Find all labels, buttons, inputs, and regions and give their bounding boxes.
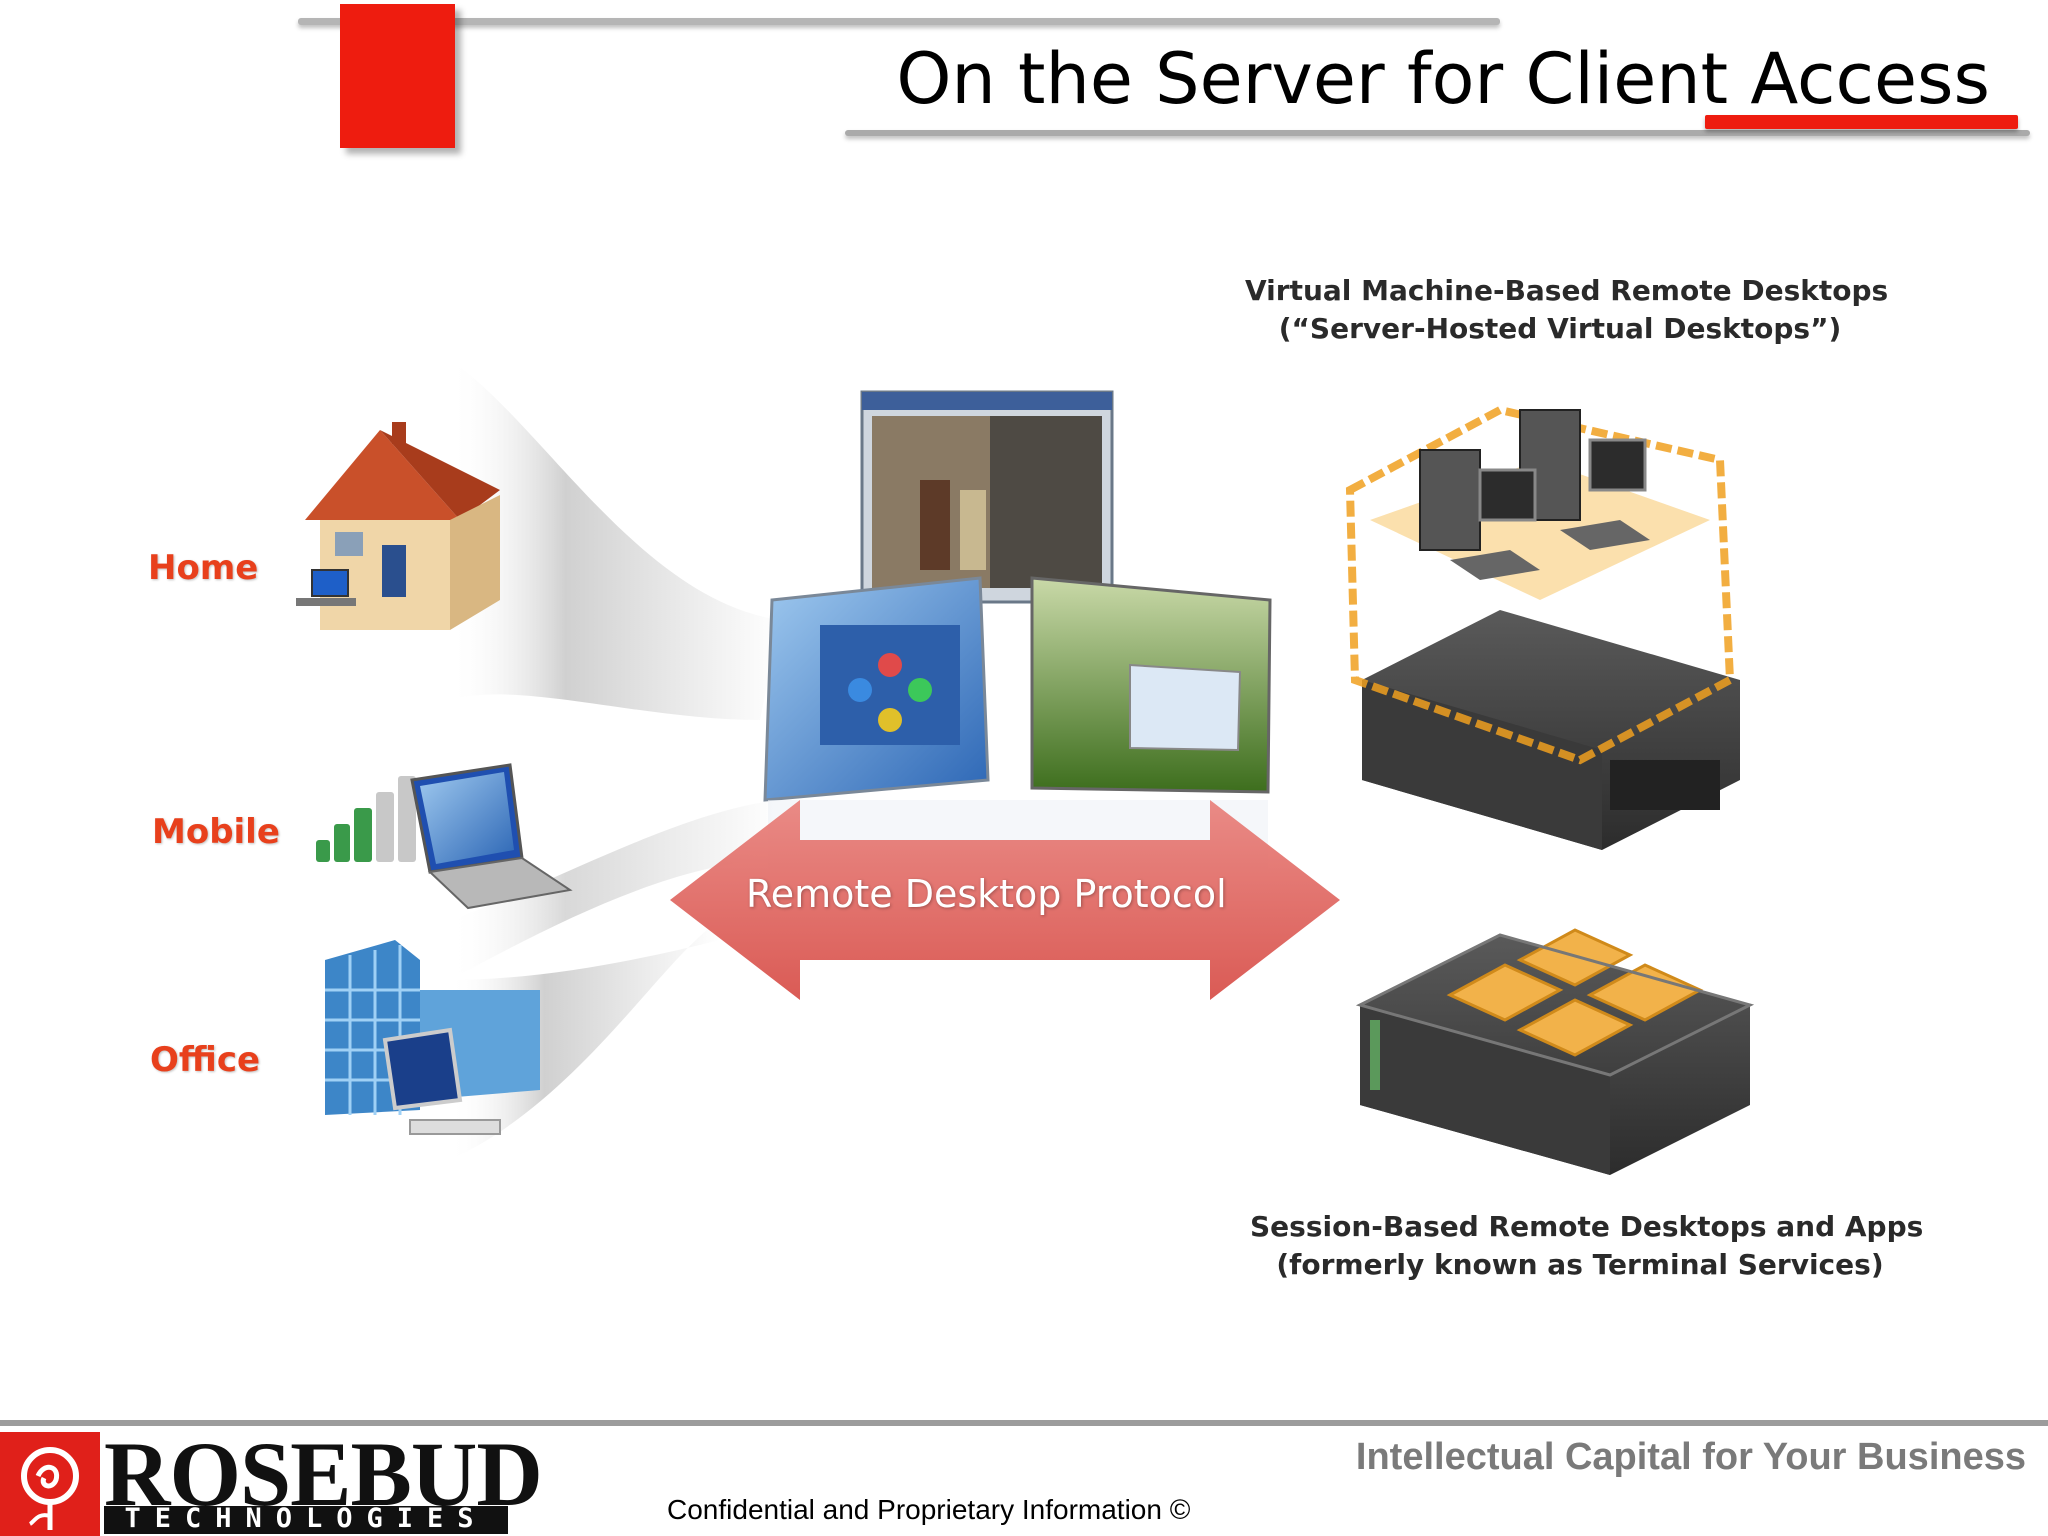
location-label-mobile: Mobile <box>152 812 280 852</box>
slide-title: On the Server for Client Access <box>896 38 1990 120</box>
logo-subtitle: TECHNOLOGIES <box>124 1503 488 1534</box>
mobile-devices-icon <box>316 763 573 910</box>
rose-logo-icon <box>0 1432 100 1536</box>
protocol-label: Remote Desktop Protocol <box>746 872 1227 916</box>
title-red-accent <box>1705 115 2018 129</box>
confidential-notice: Confidential and Proprietary Information… <box>667 1494 1191 1525</box>
office-building-icon <box>325 940 540 1135</box>
protocol-double-arrow <box>670 800 1340 1000</box>
header-rule-top <box>298 18 1500 25</box>
logo-wordmark: ROSEBUD <box>104 1423 543 1525</box>
session-caption-line1: Session-Based Remote Desktops and Apps <box>1250 1210 1924 1243</box>
funnel-bands <box>450 360 780 1160</box>
footer-tagline: Intellectual Capital for Your Business <box>1355 1436 2026 1478</box>
logo-subbar <box>104 1506 508 1534</box>
session-caption-line2: (formerly known as Terminal Services) <box>1276 1248 1884 1281</box>
vm-server-icon <box>1345 405 1740 850</box>
title-underline <box>845 130 2030 136</box>
session-caption: Session-Based Remote Desktops and Apps (… <box>1250 1208 1924 1284</box>
location-label-home: Home <box>148 548 259 588</box>
footer-rule <box>0 1420 2048 1426</box>
session-server-icon <box>1355 928 1755 1175</box>
rdp-diagram <box>296 360 1755 1175</box>
desktop-screenshots <box>763 390 1272 870</box>
header-red-block <box>340 4 455 148</box>
vm-caption-line2: (“Server-Hosted Virtual Desktops”) <box>1278 312 1842 345</box>
house-icon <box>296 422 500 630</box>
location-label-office: Office <box>150 1040 261 1080</box>
vm-caption: Virtual Machine-Based Remote Desktops (“… <box>1245 272 1889 348</box>
vm-caption-line1: Virtual Machine-Based Remote Desktops <box>1245 274 1889 307</box>
